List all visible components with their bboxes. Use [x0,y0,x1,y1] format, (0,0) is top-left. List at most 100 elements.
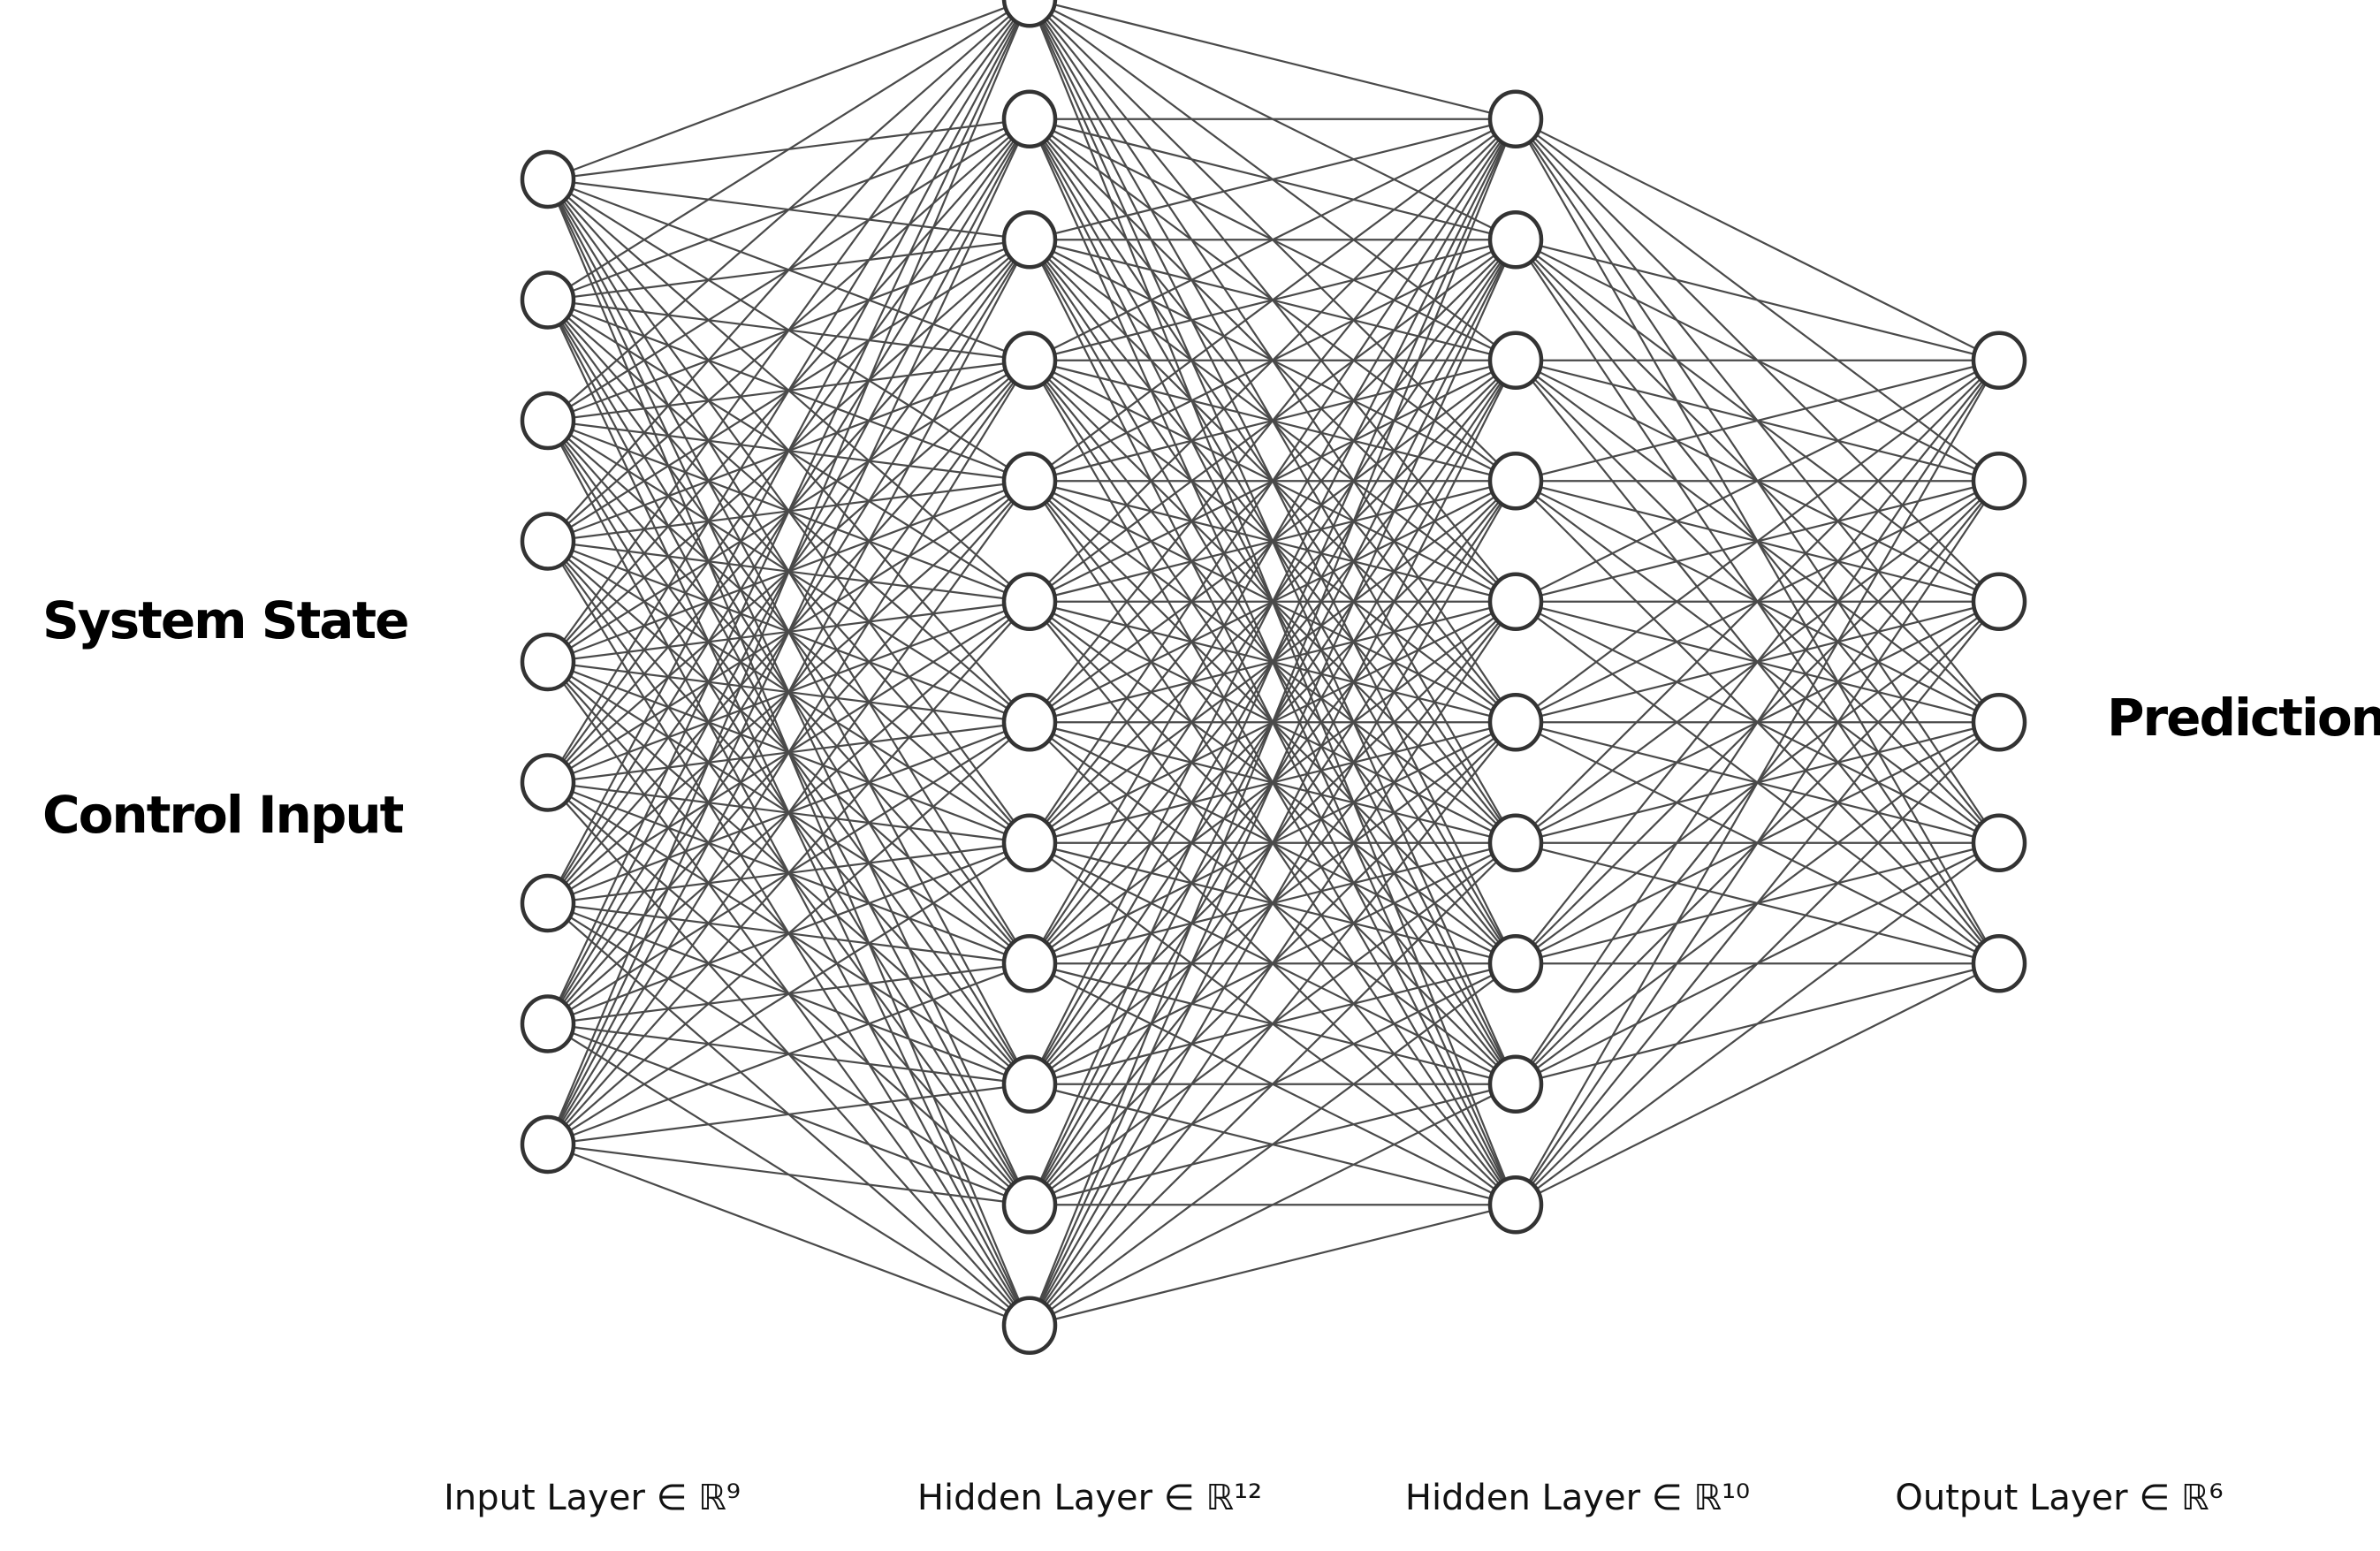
connection-edge [1029,118,1517,603]
connection-edge [1515,962,2000,1206]
hidden2-neuron [1487,693,1544,752]
hidden2-neuron [1487,89,1544,148]
connection-edge [1029,118,1517,483]
input-neuron [520,270,576,330]
hidden1-neuron [1001,452,1058,511]
connection-edge [547,1083,1030,1146]
output-neuron [1971,813,2027,872]
connection-edge [547,0,1030,422]
hidden1-neuron [1001,934,1058,993]
connection-edge [1515,721,2000,1206]
connection-edge [1515,359,2000,603]
hidden1-neuron [1001,693,1058,752]
connections [546,0,2000,1327]
connection-edge [1029,118,1517,723]
connection-edge [1029,118,1517,964]
input-neuron [520,391,576,451]
connection-edge [1029,118,1517,1085]
input-neuron [520,873,576,933]
connection-edge [1515,118,2000,361]
connection-edge [547,239,1030,1145]
connection-edge [1515,359,2000,724]
hidden1-neuron [1001,210,1058,270]
hidden1-neuron [1001,1296,1058,1355]
connection-edge [547,360,1030,1145]
output-layer-caption: Output Layer ∈ ℝ⁶ [1895,1478,2224,1518]
connection-edge [547,0,1029,181]
output-neuron [1971,693,2027,752]
hidden1-neuron [1001,0,1058,28]
connection-edge [1515,480,2000,1205]
input-neuron [520,149,576,209]
connection-edge [1029,962,1517,1327]
input-neuron [520,994,576,1053]
input-neuron [520,512,576,571]
hidden1-neuron [1001,89,1058,148]
neurons [520,0,2027,1355]
hidden1-neuron [1001,1175,1058,1235]
connection-edge [1515,359,2000,483]
output-neuron [1971,934,2027,993]
connection-edge [547,0,1030,784]
connection-edge [547,841,1030,1145]
hidden2-neuron [1487,934,1544,993]
connection-edge [1515,601,2000,1205]
output-neuron [1971,452,2027,511]
connection-edge [547,480,1030,1145]
connection-edge [1028,118,1517,1205]
input-neuron [520,1114,576,1175]
connection-edge [1029,118,1517,241]
connection-edge [1028,239,1517,1327]
input-layer-caption: Input Layer ∈ ℝ⁹ [444,1478,741,1518]
connection-edge [547,962,1030,1146]
connection-edge [547,0,1030,663]
connection-edge [547,601,1030,1145]
hidden2-neuron [1487,1054,1544,1114]
output-neuron [1971,572,2027,631]
connection-edge [1029,480,1517,1327]
connection-edge [1029,601,1517,1327]
connection-edge [1029,1083,1517,1327]
hidden2-neuron [1487,331,1544,390]
input-neuron [520,632,576,692]
system-state-label: System State [42,590,409,650]
connection-edge [1515,360,2000,964]
hidden2-neuron [1487,813,1544,872]
connection-edge [1029,118,1517,361]
connection-edge [547,1143,1030,1206]
connection-edge [1028,118,1517,1327]
hidden2-neuron [1487,210,1544,270]
connection-edge [547,721,1030,1145]
connection-edge [1029,118,1517,844]
hidden1-neuron [1001,813,1058,872]
connection-edge [1515,239,2000,361]
hidden1-neuron [1001,331,1058,390]
connection-edge [546,0,1030,1145]
connection-edge [547,118,1030,1145]
control-input-label: Control Input [42,785,404,845]
connection-edge [547,0,1030,904]
prediction-label: Prediction [2107,688,2380,748]
hidden2-neuron [1487,452,1544,511]
connection-edge [547,0,1030,1024]
hidden-layer-2-caption: Hidden Layer ∈ ℝ¹⁰ [1404,1478,1751,1518]
hidden2-neuron [1487,572,1544,631]
input-neuron [520,753,576,812]
connection-edge [1029,360,1517,1327]
output-neuron [1971,331,2027,390]
connection-edge [1031,0,1517,120]
hidden2-neuron [1487,1175,1544,1235]
connection-edge [1515,360,2000,1085]
hidden1-neuron [1001,1054,1058,1114]
connection-edge [1029,1204,1517,1327]
connection-edge [1029,841,1517,1327]
connection-edge [547,1143,1030,1327]
connection-edge [547,0,1030,543]
connection-edge [1515,359,2000,844]
connection-edge [1029,721,1517,1327]
connection-edge [1515,360,2000,1205]
hidden-layer-1-caption: Hidden Layer ∈ ℝ¹² [916,1478,1263,1518]
connection-edge [1515,841,2000,1206]
connection-edge [547,0,1030,301]
